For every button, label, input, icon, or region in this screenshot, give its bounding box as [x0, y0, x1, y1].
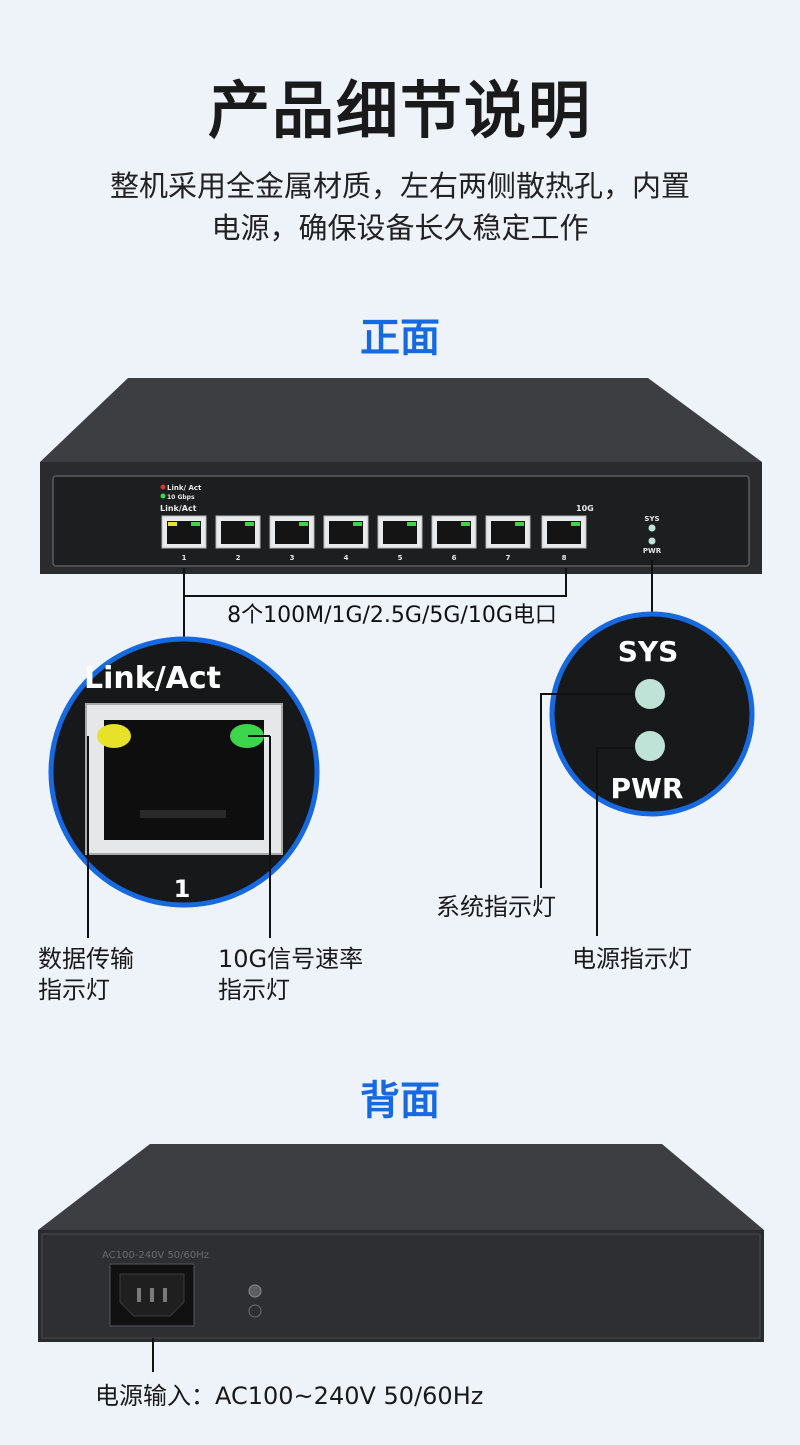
back-view-illustration: AC100-240V 50/60Hz	[38, 1144, 764, 1372]
zoom-pwr-label: PWR	[611, 772, 684, 805]
device-top-surface	[40, 378, 762, 462]
port-1: 1	[161, 515, 207, 562]
ground-symbol-icon	[248, 1304, 262, 1318]
panel-pwr-label: PWR	[643, 547, 662, 555]
back-rating-text: AC100-240V 50/60Hz	[102, 1250, 209, 1261]
zoom-link-act-label: Link/Act	[84, 661, 221, 696]
subtitle-line-1: 整机采用全金属材质，左右两侧散热孔，内置	[109, 169, 690, 203]
data-led-callout: 数据传输 指示灯	[38, 944, 134, 1006]
port-6: 6	[431, 515, 477, 562]
port-led-yellow	[168, 522, 177, 526]
legend-green-dot	[160, 493, 166, 499]
pwr-led-callout-line	[596, 747, 634, 936]
data-led-callout-line2: 指示灯	[38, 976, 110, 1004]
panel-10g-label: 10G	[576, 504, 594, 513]
port-number: 7	[506, 554, 511, 562]
port-led-green	[191, 522, 200, 526]
front-view-illustration: Link/ Act 10 Gbps Link/Act 10G 1 2 3 4 5	[40, 378, 762, 938]
ports-caption: 8个100M/1G/2.5G/5G/10G电口	[227, 603, 557, 628]
zoom-sys-led	[635, 679, 665, 709]
zoom-port-number: 1	[174, 875, 191, 903]
back-heading: 背面	[360, 1078, 440, 1124]
port-led-green	[245, 522, 254, 526]
port-2: 2	[215, 515, 261, 562]
legend-10g: 10 Gbps	[167, 494, 195, 501]
port-number: 1	[182, 554, 187, 562]
ports-bracket	[183, 568, 567, 597]
page-title: 产品细节说明	[207, 74, 592, 147]
legend-link-act: Link/ Act	[167, 484, 202, 492]
subtitle-line-2: 电源，确保设备长久稳定工作	[211, 211, 589, 245]
port-zoom-circle: Link/Act 1	[48, 636, 320, 908]
rate-led-callout: 10G信号速率 指示灯	[218, 944, 363, 1006]
panel-link-act-label: Link/Act	[160, 504, 197, 513]
zoom-sys-label: SYS	[618, 635, 679, 668]
rate-led-callout-line1: 10G信号速率	[218, 945, 364, 973]
sys-led-callout: 系统指示灯	[436, 893, 556, 921]
port-led-green	[515, 522, 524, 526]
data-led-callout-line1: 数据传输	[38, 945, 134, 973]
page-subtitle: 整机采用全金属材质，左右两侧散热孔，内置 电源，确保设备长久稳定工作	[0, 165, 800, 249]
zoom-green-led	[230, 724, 264, 748]
panel-pwr-led	[648, 537, 656, 545]
port-led-green	[407, 522, 416, 526]
port-led-green	[571, 522, 580, 526]
sys-led-callout-line	[540, 693, 634, 888]
port-number: 2	[236, 554, 241, 562]
led-zoom-circle: SYS PWR	[549, 611, 755, 817]
port-8: 8	[541, 515, 587, 562]
port-3: 3	[269, 515, 315, 562]
port-number: 8	[562, 554, 567, 562]
port-number: 6	[452, 554, 457, 562]
port-led-green	[299, 522, 308, 526]
port-4: 4	[323, 515, 369, 562]
pwr-led-callout: 电源指示灯	[572, 945, 692, 973]
front-heading: 正面	[360, 315, 440, 361]
zoom-yellow-led	[97, 724, 131, 748]
port-number: 5	[398, 554, 403, 562]
panel-sys-label: SYS	[644, 515, 659, 523]
port-led-green	[353, 522, 362, 526]
panel-sys-led	[648, 524, 656, 532]
port-number: 3	[290, 554, 295, 562]
port-7: 7	[485, 515, 531, 562]
rate-led-callout-line2: 指示灯	[218, 976, 290, 1004]
port-5: 5	[377, 515, 423, 562]
zoom-pwr-led	[635, 731, 665, 761]
ground-screw	[248, 1284, 262, 1298]
legend-red-dot	[160, 484, 166, 490]
port-number: 4	[344, 554, 349, 562]
back-device-top-surface	[38, 1144, 764, 1230]
power-input-caption: 电源输入：AC100~240V 50/60Hz	[95, 1382, 484, 1410]
port-led-green	[461, 522, 470, 526]
